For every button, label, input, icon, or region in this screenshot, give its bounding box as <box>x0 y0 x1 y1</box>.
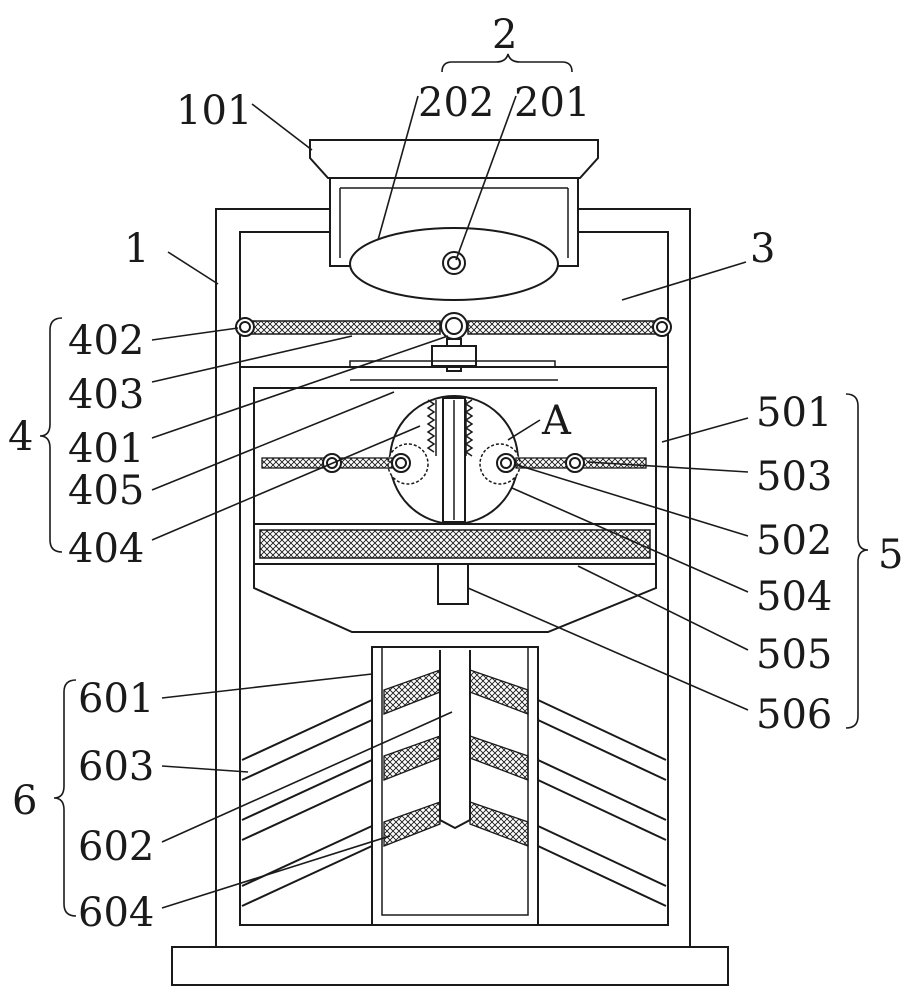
guide-right-2a <box>537 759 667 821</box>
baffle-left-2 <box>383 735 441 781</box>
right-gear-hub-inner <box>500 457 512 469</box>
roller-center-inner <box>445 317 463 335</box>
label-501: 501 <box>756 390 832 436</box>
filter-screen <box>259 529 651 559</box>
baffle-right-3 <box>469 801 529 847</box>
guide-left-2b <box>241 779 373 841</box>
label-602: 602 <box>78 824 154 870</box>
leader-505 <box>577 565 749 651</box>
left-gear-hub-inner <box>395 457 407 469</box>
label-5: 5 <box>878 532 903 578</box>
central-splitter <box>439 650 471 830</box>
brace-4 <box>39 317 63 553</box>
hopper-top <box>309 139 599 179</box>
drive-block <box>431 345 477 367</box>
leader-502 <box>513 463 749 537</box>
label-403: 403 <box>68 372 144 418</box>
leader-201 <box>455 95 517 261</box>
label-201: 201 <box>514 80 590 126</box>
leader-1 <box>167 251 219 285</box>
label-6: 6 <box>12 778 37 824</box>
leader-404 <box>151 425 421 541</box>
leader-401 <box>151 335 449 439</box>
lower-rod <box>437 563 469 605</box>
left-rack <box>426 399 436 453</box>
guide-right-1a <box>537 699 667 761</box>
valve-pivot-inner <box>447 256 461 270</box>
guide-left-2a <box>241 759 373 821</box>
label-502: 502 <box>756 518 832 564</box>
leader-504 <box>511 487 749 593</box>
label-1: 1 <box>124 226 149 272</box>
label-604: 604 <box>78 890 154 936</box>
guide-left-3b <box>241 845 373 907</box>
left-gear-hub <box>391 453 411 473</box>
leader-405 <box>151 391 395 491</box>
discharge-chute-inner <box>381 646 529 916</box>
leader-202 <box>377 95 419 241</box>
label-601: 601 <box>78 676 154 722</box>
upper-mesh-right <box>467 320 659 335</box>
label-504: 504 <box>756 574 832 620</box>
leader-603 <box>161 765 249 773</box>
label-405: 405 <box>68 468 144 514</box>
leader-503 <box>587 461 749 473</box>
roller-center-outer <box>440 312 468 340</box>
guide-left-1a <box>241 699 373 761</box>
left-nut-inner <box>326 457 338 469</box>
right-nut <box>565 453 585 473</box>
filter-box <box>253 387 657 633</box>
support-plate-slot <box>349 360 556 368</box>
label-603: 603 <box>78 744 154 790</box>
leader-101 <box>251 103 313 151</box>
roller-right-inner <box>656 321 668 333</box>
leader-403 <box>151 335 353 383</box>
label-3: 3 <box>750 226 775 272</box>
label-4: 4 <box>8 414 33 460</box>
roller-left-outer <box>235 317 255 337</box>
leader-3 <box>621 261 747 301</box>
upper-mesh-left <box>249 320 441 335</box>
brace-6 <box>53 679 77 917</box>
guide-right-3b <box>537 845 667 907</box>
label-401: 401 <box>68 426 144 472</box>
baffle-right-1 <box>469 669 529 715</box>
leader-A <box>507 419 541 441</box>
label-202: 202 <box>418 80 494 126</box>
baffle-right-2 <box>469 735 529 781</box>
guide-right-1b <box>537 719 667 781</box>
guide-left-1b <box>241 719 373 781</box>
label-503: 503 <box>756 454 832 500</box>
baffle-left-3 <box>383 801 441 847</box>
label-402: 402 <box>68 318 144 364</box>
baffle-left-1 <box>383 669 441 715</box>
label-505: 505 <box>756 632 832 678</box>
roller-right-outer <box>652 317 672 337</box>
leader-604 <box>161 835 391 909</box>
base-plate <box>171 946 729 986</box>
guide-right-3a <box>537 825 667 887</box>
right-nut-inner <box>569 457 581 469</box>
leader-402 <box>151 327 239 341</box>
valve-pivot-outer <box>442 251 466 275</box>
label-A: A <box>541 398 572 444</box>
brace-2 <box>441 53 573 73</box>
label-2: 2 <box>492 12 517 58</box>
leader-602 <box>161 711 453 843</box>
leader-601 <box>161 673 373 699</box>
leader-501 <box>661 417 749 443</box>
label-404: 404 <box>68 526 144 572</box>
right-gear-hub <box>496 453 516 473</box>
leader-506 <box>467 587 749 711</box>
label-506: 506 <box>756 692 832 738</box>
label-101: 101 <box>176 88 252 134</box>
brace-5 <box>845 393 869 729</box>
roller-left-inner <box>239 321 251 333</box>
guide-right-2b <box>537 779 667 841</box>
